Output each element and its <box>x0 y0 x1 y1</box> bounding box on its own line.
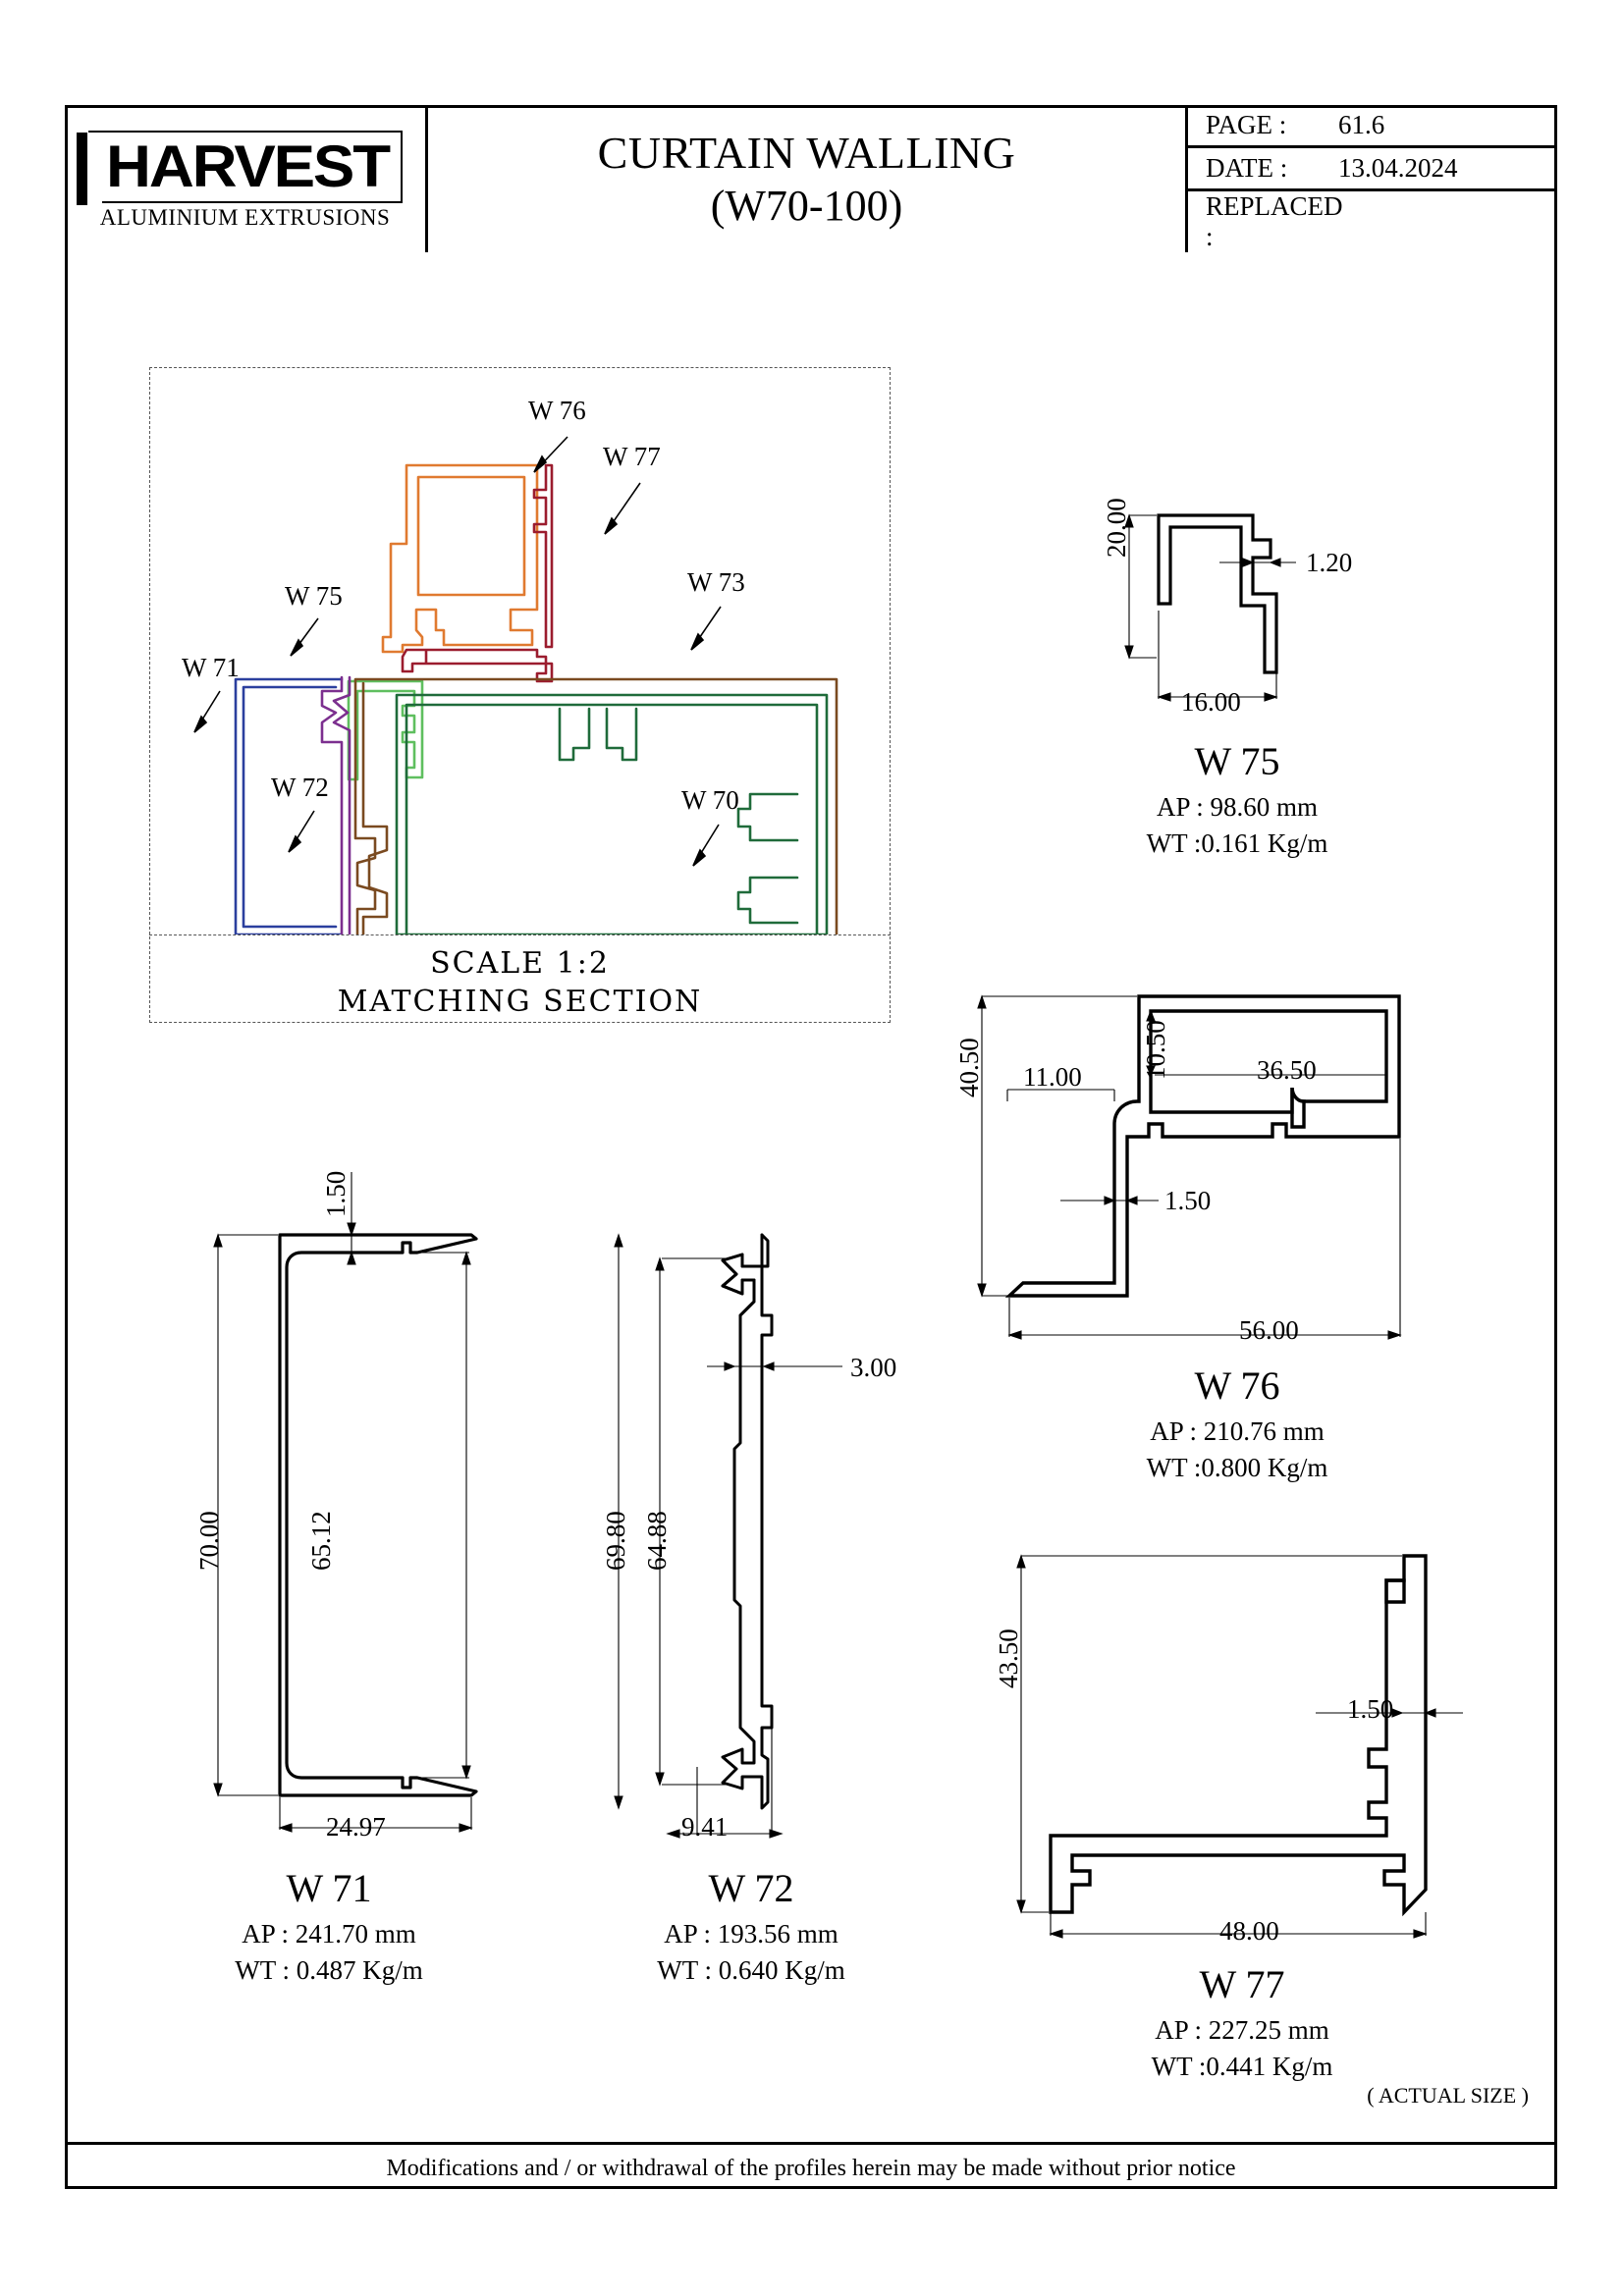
dimension-w71-thickness: 1.50 <box>321 1170 351 1217</box>
profile-outline-w76 <box>381 463 539 654</box>
profile-drawing-w71 <box>213 1172 478 1833</box>
profile-drawing-w72 <box>614 1233 842 1839</box>
logo-h-bar-icon <box>76 133 102 205</box>
logo-subtitle: ALUMINIUM EXTRUSIONS <box>99 205 391 230</box>
dimension-w76-thickness: 1.50 <box>1164 1186 1212 1215</box>
profile-caption-w75: W 75 AP : 98.60 mm WT :0.161 Kg/m <box>1041 738 1434 859</box>
profile-caption-w77: W 77 AP : 227.25 mm WT :0.441 Kg/m <box>1026 1961 1458 2082</box>
actual-size-note: ( ACTUAL SIZE ) <box>1367 2083 1529 2108</box>
company-logo: HARVEST ALUMINIUM EXTRUSIONS <box>65 105 428 252</box>
dimension-w77-thickness: 1.50 <box>1347 1694 1394 1724</box>
callout-label-w76: W 76 <box>528 396 586 425</box>
dimension-w77-height: 43.50 <box>994 1629 1023 1688</box>
callout-label-w73: W 73 <box>687 567 745 597</box>
profile-ap-w76: AP : 210.76 mm <box>1150 1416 1325 1446</box>
profile-outline-w72 <box>320 675 352 934</box>
profile-ap-w75: AP : 98.60 mm <box>1156 792 1319 822</box>
dimension-w72-height: 69.80 <box>601 1511 630 1571</box>
profile-outline-w77 <box>401 463 554 683</box>
profile-wt-w77: WT :0.441 Kg/m <box>1151 2052 1333 2081</box>
dimension-w76-channel: 10.50 <box>1141 1020 1170 1080</box>
callout-label-w71: W 71 <box>182 653 240 682</box>
callout-leader-w75 <box>290 617 319 657</box>
footer-divider <box>65 2142 1557 2145</box>
callout-leader-w72 <box>288 810 315 853</box>
sheet-title: CURTAIN WALLING (W70-100) <box>428 105 1188 252</box>
dimension-w75-width: 16.00 <box>1181 687 1241 717</box>
scale-text: SCALE 1:2 <box>430 946 610 981</box>
dimension-w75-thickness: 1.20 <box>1306 548 1353 577</box>
date-row: DATE : 13.04.2024 <box>1188 148 1557 191</box>
replaced-label: REPLACED : <box>1206 191 1343 251</box>
profile-drawing-w75 <box>1124 513 1296 702</box>
dimension-w76-leg: 11.00 <box>1023 1062 1082 1092</box>
callout-leader-w70 <box>692 824 720 867</box>
profile-wt-w76: WT :0.800 Kg/m <box>1146 1453 1328 1482</box>
profile-ap-w71: AP : 241.70 mm <box>242 1919 416 1949</box>
matching-section-drawing <box>234 463 839 934</box>
footer-disclaimer: Modifications and / or withdrawal of the… <box>386 2156 1236 2181</box>
profile-wt-w75: WT :0.161 Kg/m <box>1146 828 1328 858</box>
page-row: PAGE : 61.6 <box>1188 105 1557 148</box>
sheet-title-line2: (W70-100) <box>710 182 903 230</box>
profile-caption-w71: W 71 AP : 241.70 mm WT : 0.487 Kg/m <box>167 1865 491 1986</box>
dimension-w71-width: 24.97 <box>326 1812 386 1842</box>
profile-name-w71: W 71 <box>286 1866 372 1910</box>
dimension-w71-inner: 65.12 <box>306 1511 336 1571</box>
page-label: PAGE : <box>1206 110 1287 139</box>
callout-label-w77: W 77 <box>603 442 661 471</box>
sheet-title-line1: CURTAIN WALLING <box>597 128 1016 178</box>
dimension-w71-height: 70.00 <box>194 1511 224 1571</box>
callout-leader-w71 <box>193 690 221 733</box>
profile-outline-w73 <box>353 677 839 934</box>
profile-ap-w77: AP : 227.25 mm <box>1155 2015 1329 2045</box>
callout-leader-w73 <box>690 606 722 651</box>
matching-section-caption: SCALE 1:2 MATCHING SECTION <box>149 944 891 1021</box>
callout-leader-w76 <box>533 436 568 473</box>
profile-caption-w72: W 72 AP : 193.56 mm WT : 0.640 Kg/m <box>589 1865 913 1986</box>
matching-section-frame <box>149 367 891 1023</box>
profile-name-w75: W 75 <box>1194 739 1280 783</box>
callout-leader-w77 <box>604 482 641 535</box>
dimension-w72-inner: 64.88 <box>642 1511 672 1571</box>
dimension-w76-height: 40.50 <box>954 1038 984 1097</box>
matching-section-label: MATCHING SECTION <box>337 985 703 1019</box>
date-label: DATE : <box>1206 153 1288 183</box>
profile-drawing-w76 <box>977 994 1402 1340</box>
dimension-w76-width: 56.00 <box>1239 1315 1299 1345</box>
replaced-row: REPLACED : <box>1188 191 1557 252</box>
profile-name-w77: W 77 <box>1199 1962 1285 2006</box>
dimension-w72-thickness: 3.00 <box>850 1353 897 1382</box>
dimension-w77-width: 48.00 <box>1219 1916 1279 1946</box>
date-value: 13.04.2024 <box>1338 153 1458 183</box>
dimension-w75-height: 20.00 <box>1102 498 1131 558</box>
profile-wt-w71: WT : 0.487 Kg/m <box>235 1955 423 1985</box>
dimension-w72-width: 9.41 <box>681 1812 729 1842</box>
callout-label-w70: W 70 <box>681 785 739 815</box>
sheet-metadata: PAGE : 61.6 DATE : 13.04.2024 REPLACED : <box>1188 105 1557 252</box>
callout-label-w72: W 72 <box>271 773 329 802</box>
drawing-sheet-border <box>65 105 1557 2189</box>
matching-section-divider <box>149 934 891 935</box>
logo-wordmark: HARVEST <box>105 133 391 199</box>
profile-ap-w72: AP : 193.56 mm <box>664 1919 839 1949</box>
profile-name-w76: W 76 <box>1194 1363 1280 1408</box>
profile-outline-w71 <box>234 677 344 934</box>
title-block: HARVEST ALUMINIUM EXTRUSIONS CURTAIN WAL… <box>65 105 1557 252</box>
page-value: 61.6 <box>1338 110 1385 139</box>
profile-drawing-w77 <box>1016 1554 1463 1917</box>
dimension-line-w77-width <box>1049 1912 1428 1939</box>
profile-caption-w76: W 76 AP : 210.76 mm WT :0.800 Kg/m <box>1016 1362 1458 1483</box>
logo-frame: HARVEST <box>76 131 403 205</box>
dimension-w76-inner-width: 36.50 <box>1257 1055 1317 1085</box>
callout-label-w75: W 75 <box>285 581 343 611</box>
profile-outline-w70 <box>395 693 829 934</box>
profile-name-w72: W 72 <box>708 1866 794 1910</box>
profile-wt-w72: WT : 0.640 Kg/m <box>657 1955 845 1985</box>
